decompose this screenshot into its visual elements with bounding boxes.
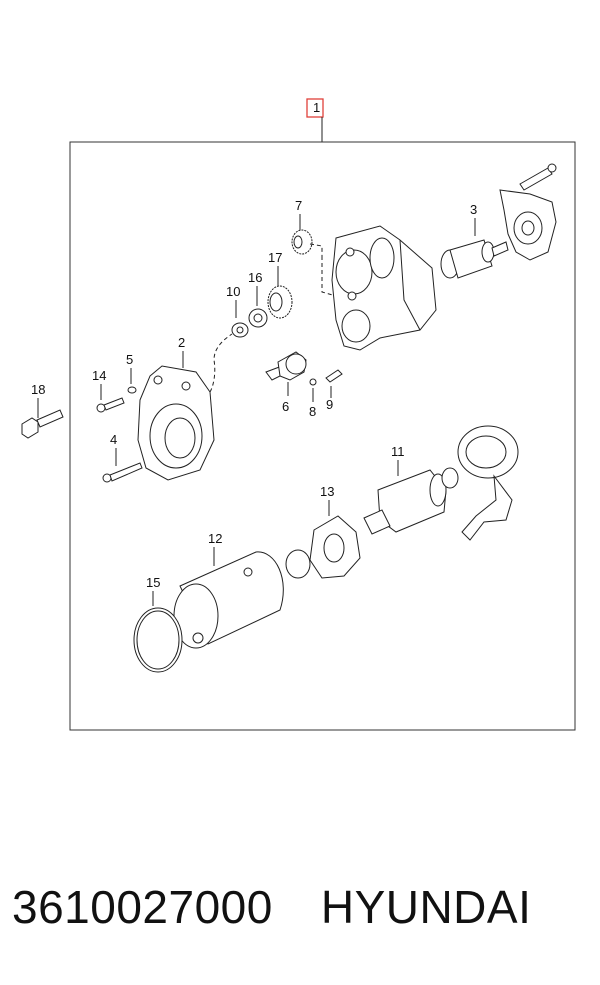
callout-11: 11 [391, 444, 405, 459]
callout-5: 5 [126, 352, 133, 367]
part-5-washer[interactable]: 5 [126, 352, 137, 394]
part-11-armature[interactable]: 11 [363, 444, 459, 535]
callout-17: 17 [268, 250, 282, 265]
part-8-ball[interactable]: 8 [309, 378, 317, 419]
callout-14: 14 [92, 368, 106, 383]
part-17-gear[interactable]: 17 [267, 250, 293, 319]
part-10-washer[interactable]: 10 [226, 284, 249, 338]
part-12-yoke[interactable]: 12 [173, 531, 284, 649]
callout-7: 7 [295, 198, 302, 213]
part-15-o-ring[interactable]: 15 [133, 575, 183, 673]
part-14-bolt[interactable]: 14 [92, 368, 125, 413]
main-gear-housing[interactable] [331, 225, 437, 351]
brush-holder-yoke[interactable] [457, 425, 519, 541]
callout-13: 13 [320, 484, 334, 499]
part-6-pinion-drive[interactable]: 6 [265, 351, 307, 414]
callout-9: 9 [326, 397, 333, 412]
part-7-gear[interactable]: 7 [291, 198, 313, 255]
callout-12: 12 [208, 531, 222, 546]
diagram-frame [69, 141, 576, 731]
part-9-spring[interactable]: 9 [325, 369, 343, 412]
product-footer: 3610027000 HYUNDAI [12, 880, 592, 950]
part-4-bolt[interactable]: 4 [102, 432, 143, 483]
brand-name: HYUNDAI [320, 881, 532, 933]
callout-2: 2 [178, 335, 185, 350]
part-13-brush-plate[interactable]: 13 [309, 484, 361, 579]
callout-10: 10 [226, 284, 240, 299]
part-18-bolt[interactable]: 18 [21, 382, 64, 439]
callout-4: 4 [110, 432, 117, 447]
callout-15: 15 [146, 575, 160, 590]
callout-3: 3 [470, 202, 477, 217]
callout-8: 8 [309, 404, 316, 419]
part-2-front-housing[interactable]: 2 [137, 335, 215, 481]
rear-cover-plate[interactable] [499, 163, 557, 261]
part-16-spacer[interactable]: 16 [248, 270, 268, 328]
callout-16: 16 [248, 270, 262, 285]
part-3-bearing-assembly[interactable]: 3 [440, 202, 509, 279]
rear-bearing[interactable] [285, 549, 311, 579]
callout-18: 18 [31, 382, 45, 397]
assembly-marker[interactable] [306, 98, 324, 118]
callout-1: 1 [313, 100, 320, 115]
callout-6: 6 [282, 399, 289, 414]
part-number: 3610027000 [12, 881, 273, 933]
